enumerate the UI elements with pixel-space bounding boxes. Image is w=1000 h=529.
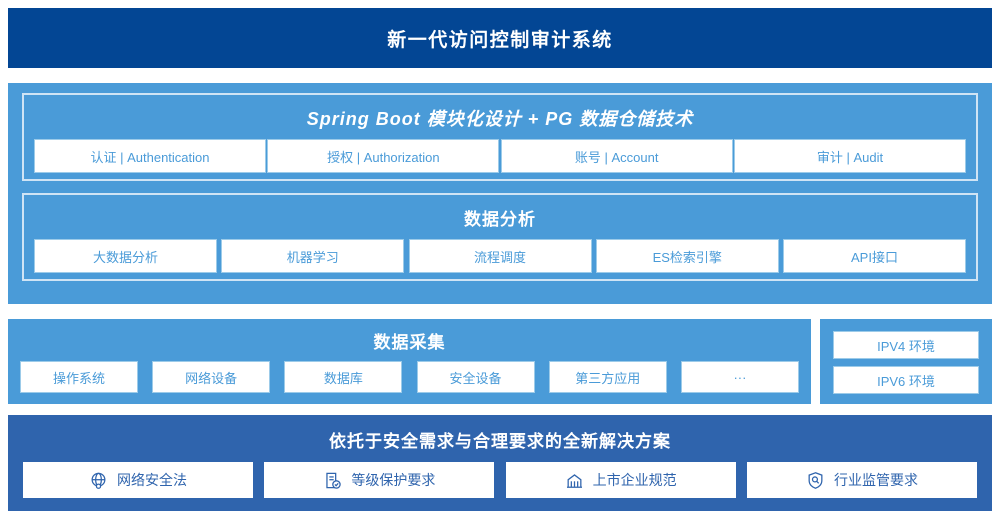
- data-analysis-group: 数据分析 大数据分析 机器学习 流程调度 ES检索引擎 API接口: [22, 193, 978, 281]
- chip-ipv6-environment[interactable]: IPV6 环境: [833, 366, 979, 394]
- application-layer-panel: Spring Boot 模块化设计 + PG 数据仓储技术 认证 | Authe…: [8, 83, 992, 304]
- chip-industry-regulation[interactable]: 行业监管要求: [745, 461, 978, 499]
- compliance-title: 依托于安全需求与合理要求的全新解决方案: [329, 432, 671, 451]
- data-analysis-group-title: 数据分析: [464, 210, 536, 229]
- data-analysis-chip-row: 大数据分析 机器学习 流程调度 ES检索引擎 API接口: [24, 239, 976, 273]
- chip-listed-company-standard[interactable]: 上市企业规范: [504, 461, 737, 499]
- chip-database[interactable]: 数据库: [284, 361, 403, 393]
- chip-audit[interactable]: 审计 | Audit: [733, 139, 966, 173]
- chip-authorization[interactable]: 授权 | Authorization: [267, 139, 500, 173]
- bank-building-icon: [565, 471, 584, 490]
- chip-cybersecurity-law-label: 网络安全法: [117, 472, 187, 488]
- chip-ipv4-environment[interactable]: IPV4 环境: [833, 331, 979, 359]
- chip-more-ellipsis[interactable]: ···: [680, 361, 799, 393]
- chip-process-scheduling[interactable]: 流程调度: [408, 239, 592, 273]
- page-title: 新一代访问控制审计系统: [387, 29, 613, 51]
- chip-third-party-application[interactable]: 第三方应用: [548, 361, 667, 393]
- data-collection-panel: 数据采集 操作系统 网络设备 数据库 安全设备 第三方应用 ···: [8, 319, 811, 404]
- chip-api-interface[interactable]: API接口: [783, 239, 966, 273]
- spring-boot-group: Spring Boot 模块化设计 + PG 数据仓储技术 认证 | Authe…: [22, 93, 978, 181]
- chip-account[interactable]: 账号 | Account: [500, 139, 733, 173]
- chip-security-device[interactable]: 安全设备: [416, 361, 535, 393]
- chip-authentication[interactable]: 认证 | Authentication: [34, 139, 266, 173]
- chip-network-device[interactable]: 网络设备: [152, 361, 271, 393]
- shield-search-icon: [806, 471, 825, 490]
- chip-machine-learning[interactable]: 机器学习: [221, 239, 405, 273]
- chip-cybersecurity-law[interactable]: 网络安全法: [22, 461, 254, 499]
- compliance-panel: 依托于安全需求与合理要求的全新解决方案 网络安全法: [8, 415, 992, 511]
- spring-boot-group-title: Spring Boot 模块化设计 + PG 数据仓储技术: [306, 109, 694, 129]
- globe-lock-icon: [89, 471, 108, 490]
- chip-classified-protection-label: 等级保护要求: [351, 472, 436, 488]
- spring-boot-chip-row: 认证 | Authentication 授权 | Authorization 账…: [24, 139, 976, 173]
- compliance-chip-row: 网络安全法 等级保护要求: [8, 461, 992, 499]
- data-collection-chip-row: 操作系统 网络设备 数据库 安全设备 第三方应用 ···: [8, 361, 811, 393]
- chip-industry-regulation-label: 行业监管要求: [833, 472, 918, 488]
- page-header: 新一代访问控制审计系统: [8, 8, 992, 68]
- data-collection-title: 数据采集: [373, 333, 446, 352]
- chip-operating-system[interactable]: 操作系统: [20, 361, 138, 393]
- ipv-environment-panel: IPV4 环境 IPV6 环境: [820, 319, 992, 404]
- chip-listed-company-standard-label: 上市企业规范: [592, 472, 677, 488]
- chip-es-search-engine[interactable]: ES检索引擎: [595, 239, 779, 273]
- chip-classified-protection[interactable]: 等级保护要求: [263, 461, 496, 499]
- chip-big-data-analysis[interactable]: 大数据分析: [34, 239, 217, 273]
- document-check-icon: [323, 471, 342, 490]
